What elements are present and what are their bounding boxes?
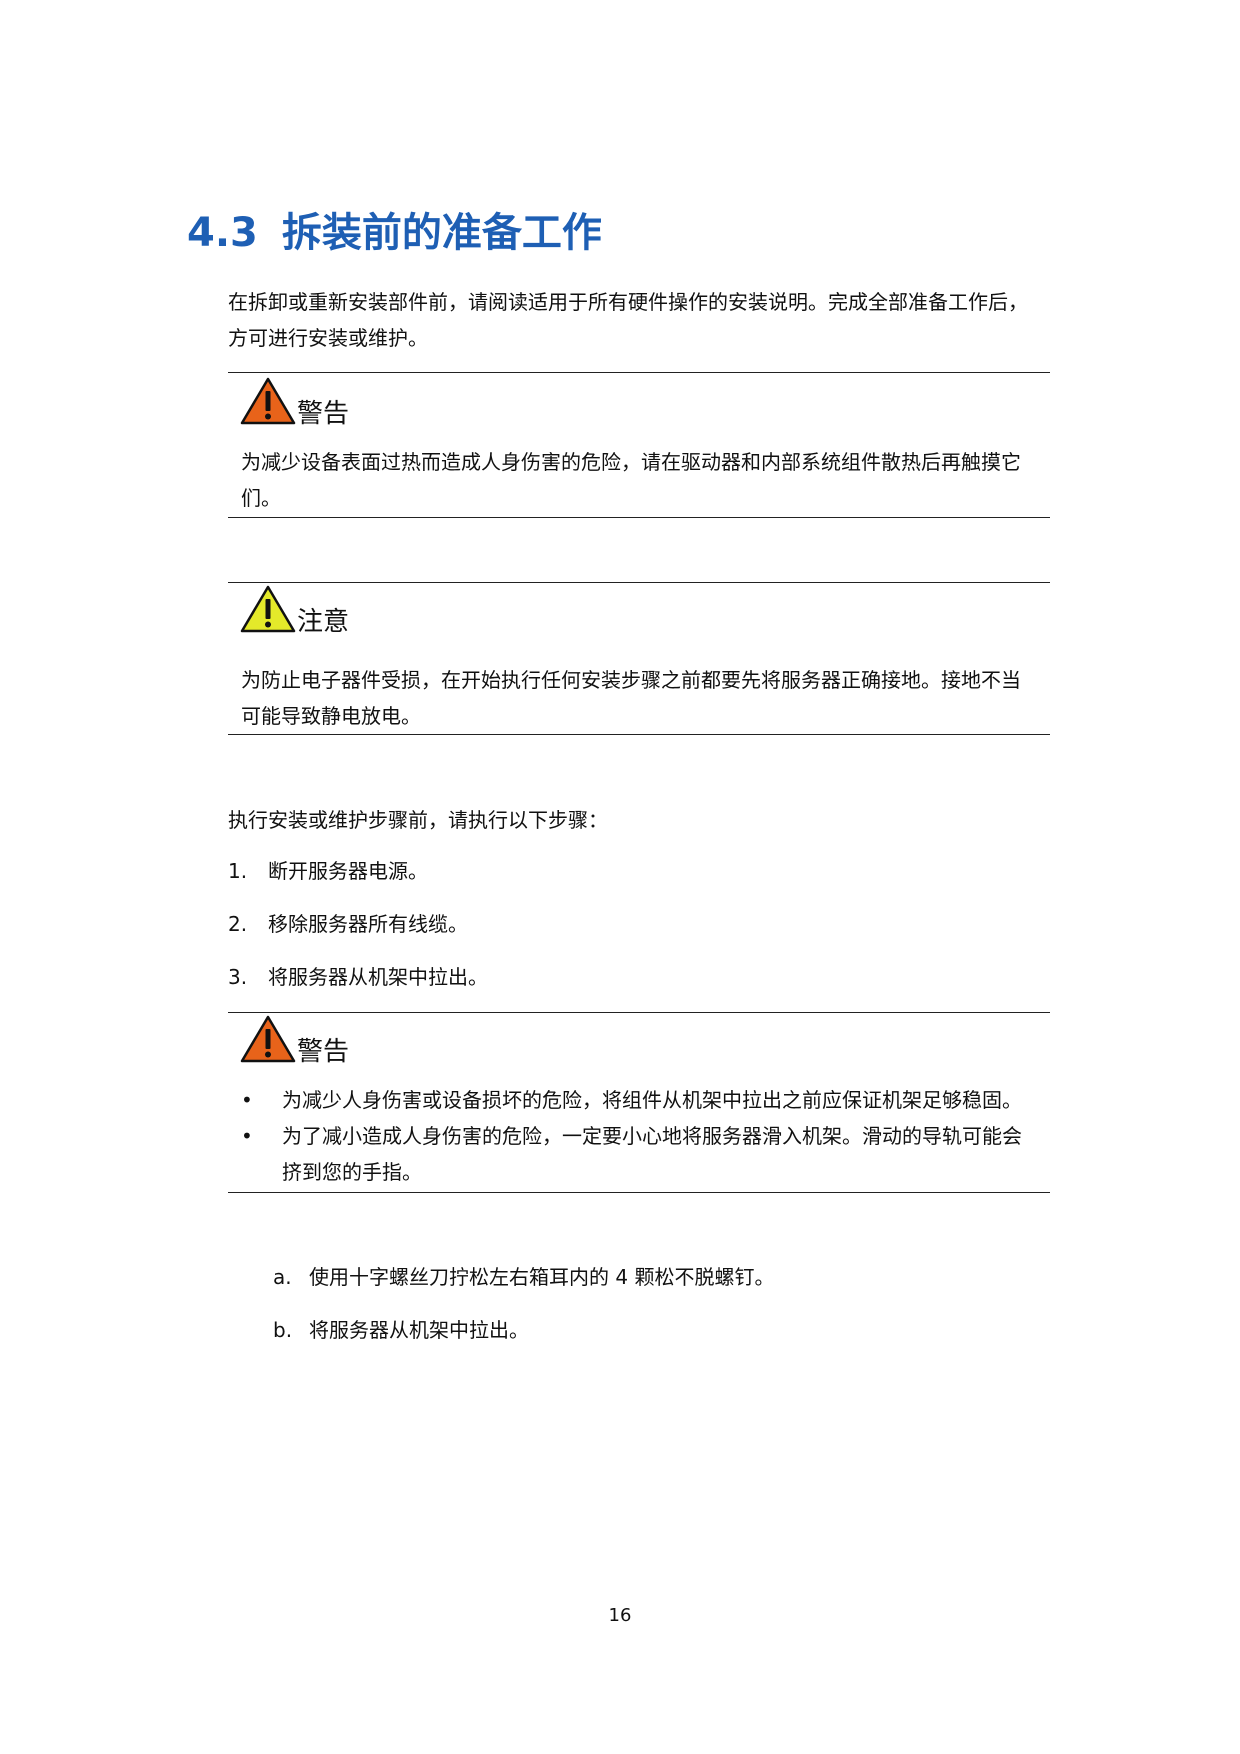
substep-text: 将服务器从机架中拉出。 — [309, 1318, 529, 1342]
bullet-marker: • — [241, 1124, 253, 1148]
warning2-bullet-1: 为减少人身伤害或设备损坏的危险，将组件从机架中拉出之前应保证机架足够稳固。 — [282, 1088, 1022, 1112]
caution1-label: 注意 — [297, 607, 350, 637]
caution1-line-2: 可能导致静电放电。 — [241, 704, 421, 728]
substep-text: 使用十字螺丝刀拧松左右箱耳内的 4 颗松不脱螺钉。 — [309, 1265, 775, 1289]
step-number: 1. — [228, 859, 248, 883]
warning1-top-rule — [228, 372, 1050, 373]
warning1-line-1: 为减少设备表面过热而造成人身伤害的危险，请在驱动器和内部系统组件散热后再触摸它 — [241, 450, 1021, 474]
intro-line-1: 在拆卸或重新安装部件前，请阅读适用于所有硬件操作的安装说明。完成全部准备工作后， — [228, 290, 1028, 314]
warning1-line-2: 们。 — [241, 486, 281, 510]
step-text: 移除服务器所有线缆。 — [268, 912, 468, 936]
bullet-marker: • — [241, 1088, 253, 1112]
warning1-bottom-rule — [228, 517, 1050, 518]
caution1-top-rule — [228, 582, 1050, 583]
caution-triangle-icon — [240, 585, 296, 633]
step-number: 2. — [228, 912, 248, 936]
page-number: 16 — [608, 1605, 632, 1626]
section-title-text: 拆装前的准备工作 — [281, 210, 602, 256]
step-number: 3. — [228, 965, 248, 989]
substep-letter: a. — [273, 1265, 292, 1289]
warning2-top-rule — [228, 1012, 1050, 1013]
section-number: 4.3 — [187, 210, 258, 256]
step-text: 将服务器从机架中拉出。 — [268, 965, 488, 989]
warning-triangle-icon — [240, 1015, 296, 1063]
warning2-label: 警告 — [297, 1037, 350, 1067]
caution1-bottom-rule — [228, 734, 1050, 735]
substep-letter: b. — [273, 1318, 293, 1342]
intro-line-2: 方可进行安装或维护。 — [228, 326, 428, 350]
warning2-bullet-2-line-2: 挤到您的手指。 — [282, 1160, 422, 1184]
warning-triangle-icon — [240, 377, 296, 425]
section-title: 4.3 拆装前的准备工作 — [187, 205, 602, 261]
warning2-bullet-2-line-1: 为了减小造成人身伤害的危险，一定要小心地将服务器滑入机架。滑动的导轨可能会 — [282, 1124, 1022, 1148]
warning1-label: 警告 — [297, 399, 350, 429]
steps-intro: 执行安装或维护步骤前，请执行以下步骤： — [228, 808, 608, 832]
warning2-bottom-rule — [228, 1192, 1050, 1193]
caution1-line-1: 为防止电子器件受损，在开始执行任何安装步骤之前都要先将服务器正确接地。接地不当 — [241, 668, 1021, 692]
step-text: 断开服务器电源。 — [268, 859, 428, 883]
